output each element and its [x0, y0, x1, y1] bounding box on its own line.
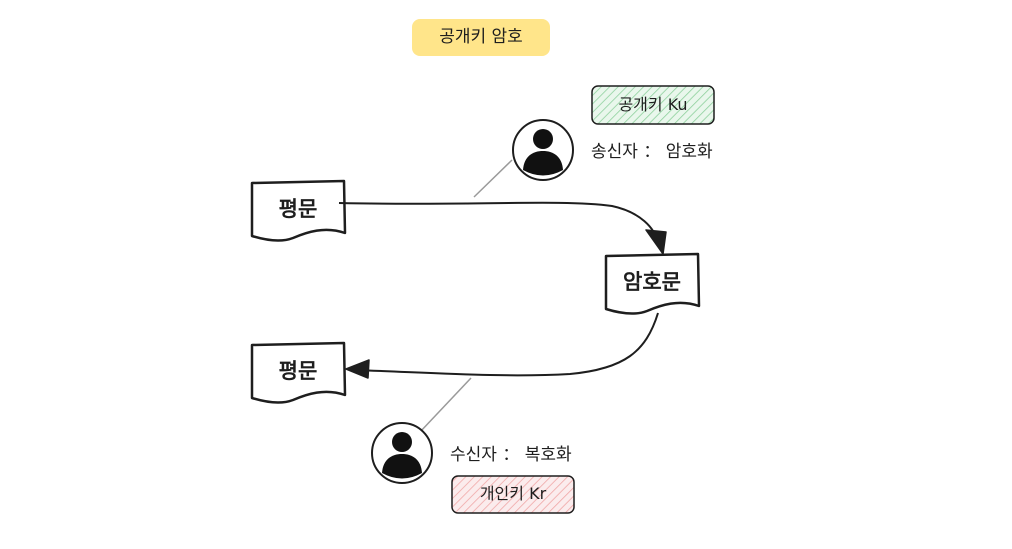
- decrypt-arrow: [352, 312, 659, 377]
- plaintext-top-document[interactable]: [250, 179, 347, 242]
- ciphertext-label: 암호문: [623, 270, 681, 294]
- diagram-title: 공개키 암호: [412, 19, 550, 56]
- receiver-connector: [419, 377, 472, 433]
- user-icon: [512, 119, 574, 181]
- decrypt-arrowhead: [345, 359, 370, 379]
- receiver-role-label: 수신자 ： 복호화: [450, 445, 572, 465]
- user-icon: [371, 422, 433, 484]
- plaintext-bottom-label: 평문: [278, 359, 318, 383]
- encrypt-arrow: [338, 201, 659, 244]
- public-key-badge-bg: [591, 85, 715, 125]
- ciphertext-document[interactable]: [604, 252, 701, 315]
- public-key-label: 공개키 Ku: [618, 95, 688, 114]
- plaintext-top-label: 평문: [278, 197, 318, 221]
- sender-role-label: 송신자 ： 암호화: [591, 142, 713, 162]
- private-key-label: 개인키 Kr: [479, 484, 547, 503]
- private-key-badge-bg: [451, 475, 575, 514]
- sender-connector: [473, 159, 513, 198]
- encrypt-arrowhead: [645, 229, 667, 255]
- plaintext-bottom-document[interactable]: [250, 341, 347, 404]
